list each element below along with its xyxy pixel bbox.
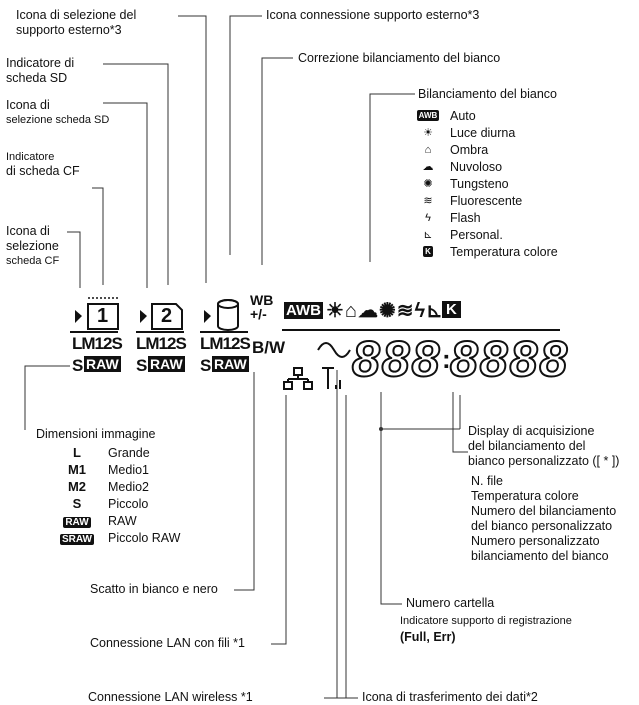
image-size-item: L Grande (60, 444, 180, 461)
image-size-label: Piccolo RAW (108, 530, 181, 545)
wb-icons-row: ☀⌂☁✺≋ϟ⊾ (326, 300, 444, 322)
image-size-label: Medio1 (108, 462, 149, 477)
image-size-item: RAW RAW (60, 512, 180, 529)
awb-icon: AWB (416, 110, 440, 121)
lan-wired-label: Connessione LAN con fili *1 (90, 636, 245, 650)
kelvin-icon: K (423, 246, 433, 257)
awb-icon: AWB (284, 302, 323, 319)
data-transfer-label: Icona di trasferimento dei dati*2 (362, 690, 538, 704)
image-size-symbol: SRAW (60, 534, 94, 545)
wb-correction-label: Correzione bilanciamento del bianco (298, 51, 501, 65)
lan-wireless-label: Connessione LAN wireless *1 (88, 690, 253, 704)
wb-indicator: WB+/- (250, 292, 274, 322)
image-size-symbol: M2 (67, 479, 87, 494)
wb-item: ☁ Nuvoloso (418, 158, 558, 175)
digit-separator: : (442, 344, 451, 374)
lm12s-sd: LM12S (136, 334, 187, 353)
custom-icon: ⊾ (423, 229, 433, 241)
image-size-label: RAW (108, 513, 137, 528)
file-info-label: N. file Temperatura colore Numero del bi… (471, 474, 617, 563)
image-size-symbol: L (73, 445, 81, 460)
flash-icon: ϟ (425, 211, 431, 224)
image-size-item: M1 Medio1 (60, 461, 180, 478)
fluorescent-icon: ≋ (423, 195, 433, 207)
lm12s-cf: LM12S (72, 334, 123, 353)
ext-connection-icon-label: Icona connessione supporto esterno*3 (266, 8, 480, 22)
wb-item: K Temperatura colore (418, 243, 558, 260)
wb-item-label: Auto (450, 108, 476, 123)
raw-ext: RAW (212, 356, 249, 372)
image-size-symbol: RAW (63, 517, 91, 528)
s-cf: S (72, 356, 84, 375)
s-ext: S (200, 356, 212, 375)
wb-item: ☀ Luce diurna (418, 124, 558, 141)
image-size-label: Piccolo (108, 496, 149, 511)
bw-indicator: B/W (252, 338, 286, 357)
image-size-label: Medio2 (108, 479, 149, 494)
shade-icon: ⌂ (424, 143, 432, 156)
kelvin-icon: K (442, 301, 461, 318)
media-indicator-label: Indicatore supporto di registrazione (400, 615, 572, 627)
custom-wb-display-label: Display di acquisizione del bilanciament… (468, 424, 620, 468)
folder-digits: 888 (351, 330, 442, 388)
wb-list: AWB Auto ☀ Luce diurna ⌂ Ombra ☁ Nuvoloso ✺ Tungs… (416, 107, 558, 260)
media-indicator-values: (Full, Err) (400, 630, 456, 644)
wb-title: Bilanciamento del bianco (418, 87, 557, 101)
image-size-symbol: M1 (67, 462, 87, 477)
card2-number: 2 (161, 305, 173, 327)
wb-item: ⌂ Ombra (418, 141, 558, 158)
image-size-item: S Piccolo (60, 495, 180, 512)
raw-sd: RAW (148, 356, 185, 372)
wb-item: ϟ Flash (418, 209, 558, 226)
cloudy-icon: ☁ (422, 161, 434, 173)
lcd-panel: 1 2 LM12S LM12S LM12S S RAW S RAW S RAW … (70, 290, 568, 390)
lm12s-ext: LM12S (200, 334, 251, 353)
wb-item-label: Luce diurna (450, 125, 516, 140)
wb-item: ⊾ Personal. (418, 226, 558, 243)
tungsten-icon: ✺ (423, 178, 433, 190)
image-size-symbol: S (72, 496, 82, 511)
wb-item-label: Tungsteno (450, 176, 509, 191)
card1-number: 1 (97, 305, 109, 327)
image-size-title: Dimensioni immagine (36, 427, 156, 441)
image-size-item: M2 Medio2 (60, 478, 180, 495)
image-size-label: Grande (108, 445, 150, 460)
daylight-icon: ☀ (423, 127, 433, 139)
image-size-item: SRAW Piccolo RAW (60, 529, 180, 546)
wb-item: AWB Auto (416, 107, 558, 124)
wb-item-label: Nuvoloso (450, 159, 503, 174)
folder-number-label: Numero cartella (406, 596, 495, 610)
wb-item-label: Temperatura colore (450, 244, 558, 259)
raw-cf: RAW (84, 356, 121, 372)
wb-item-label: Ombra (450, 142, 489, 157)
wb-item-label: Flash (450, 210, 481, 225)
s-sd: S (136, 356, 148, 375)
wb-item-label: Fluorescente (450, 193, 523, 208)
bw-label: Scatto in bianco e nero (90, 582, 218, 596)
wb-item: ✺ Tungsteno (418, 175, 558, 192)
wb-item: ≋ Fluorescente (418, 192, 558, 209)
wb-item-label: Personal. (450, 227, 503, 242)
file-digits: 8888 (449, 330, 570, 388)
